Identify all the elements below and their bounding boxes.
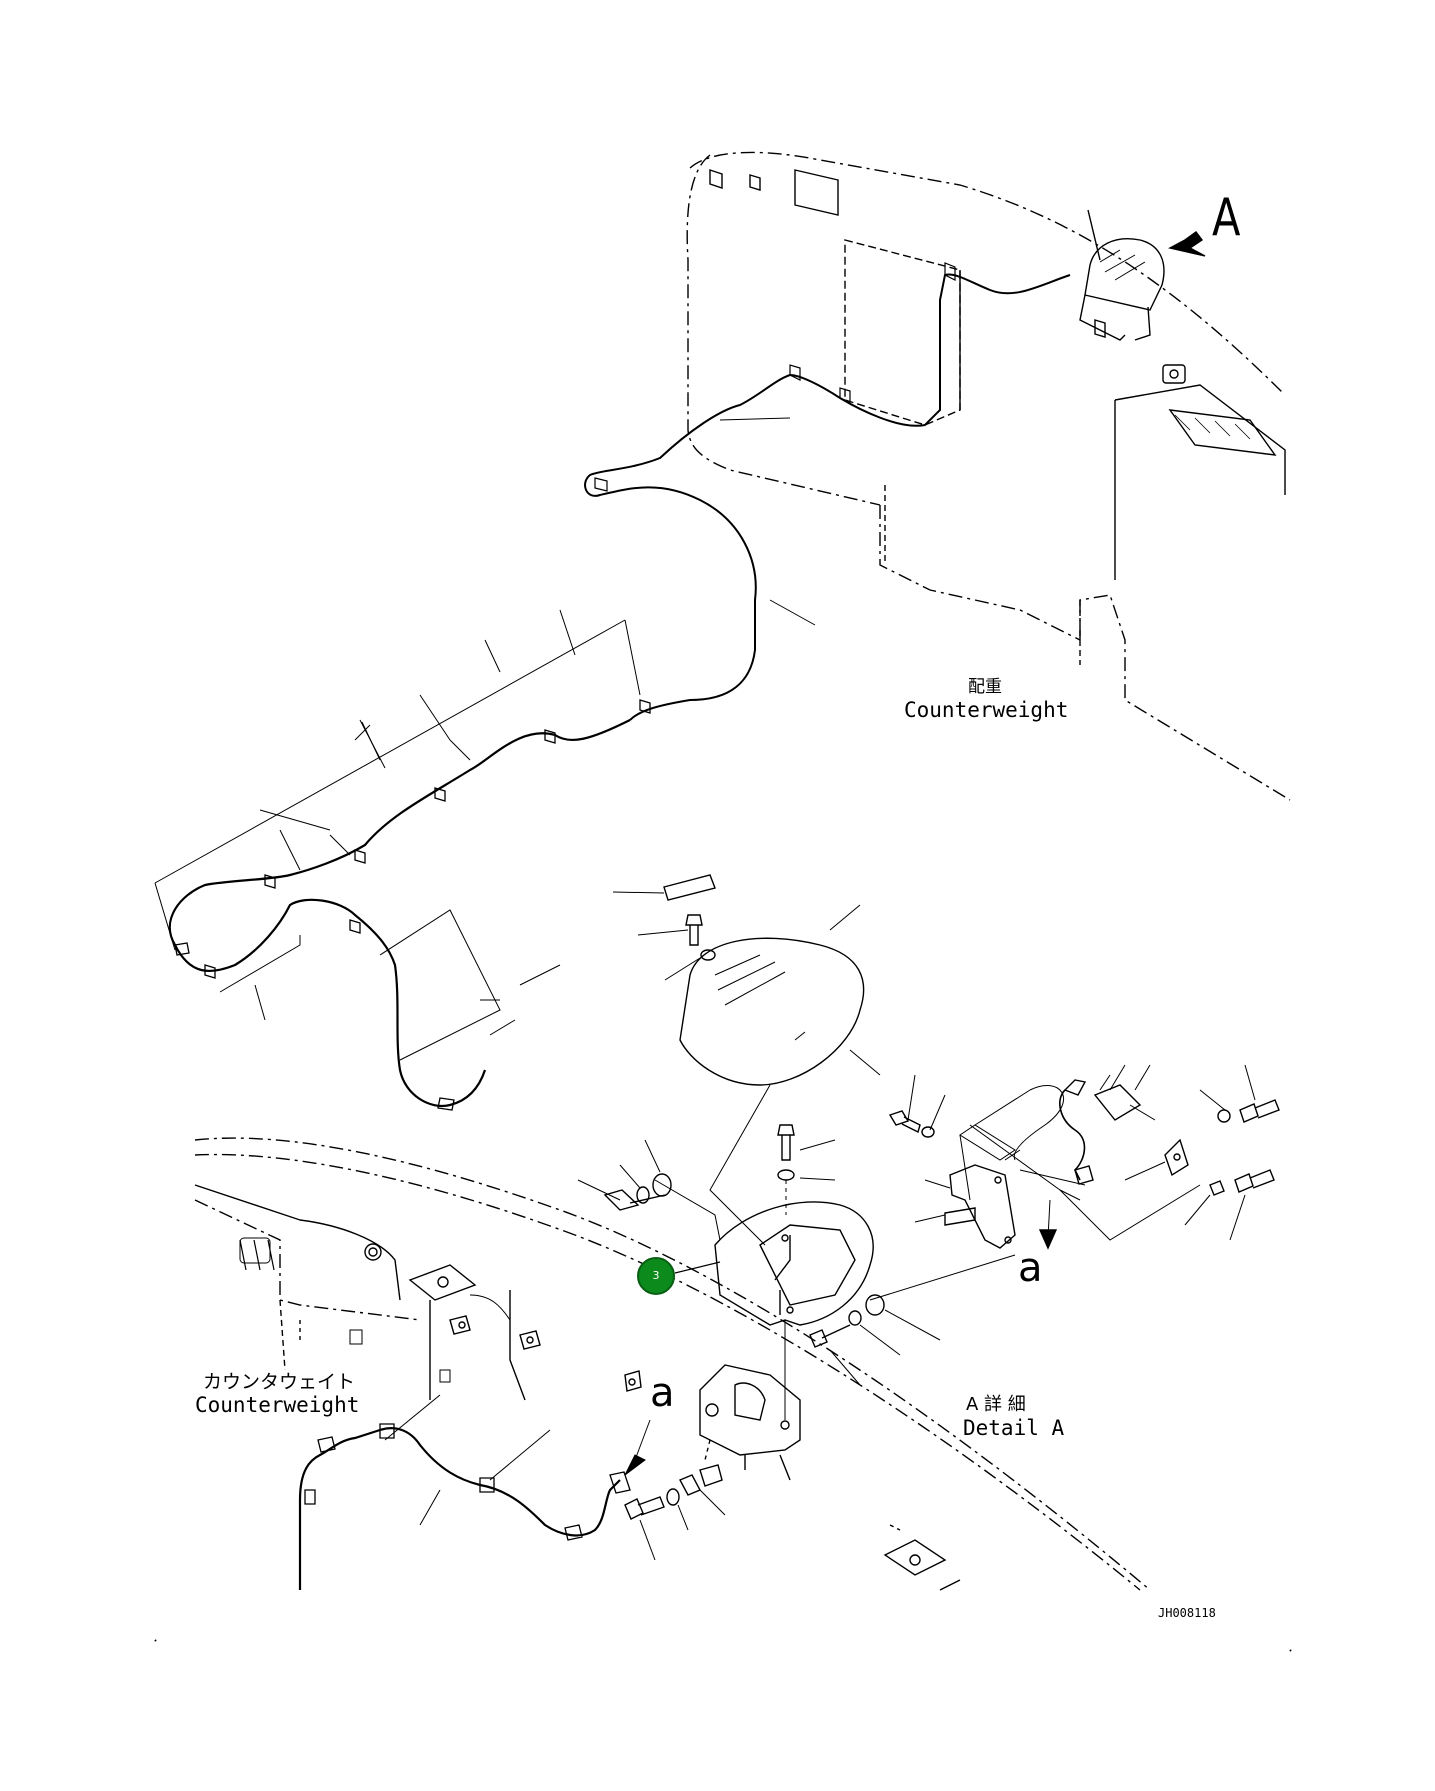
counterweight-upper-jp: 配重 <box>968 677 1002 697</box>
detail-a-en: Detail A <box>963 1416 1065 1440</box>
ref-a-lower-label: a <box>650 1370 675 1416</box>
wire-harness-upper <box>584 262 1071 721</box>
view-a-label: A <box>1212 188 1241 248</box>
detail-a-jp: A 詳 細 <box>966 1394 1026 1415</box>
callout-3-badge[interactable]: 3 <box>637 1257 675 1295</box>
drawing-number: JH008118 <box>1158 1606 1216 1620</box>
lower-hardware <box>624 1464 726 1561</box>
counterweight-upper-en: Counterweight <box>904 698 1069 722</box>
wire-harness-fanout <box>168 699 651 1111</box>
counterweight-upper <box>686 151 1291 801</box>
detail-a-exploded <box>577 874 1280 1420</box>
view-a-arrow <box>1087 209 1206 261</box>
view-a-component <box>1079 238 1165 341</box>
lower-harness-leaders <box>384 1394 651 1526</box>
ref-a-upper-label: a <box>1018 1245 1043 1291</box>
harness-leader-lines <box>254 719 500 1021</box>
lower-frame <box>194 1137 1151 1591</box>
counterweight-lower-jp: カウンタウェイト <box>203 1371 356 1393</box>
counterweight-lower-en: Counterweight <box>195 1393 360 1417</box>
wire-harness-lower <box>298 1423 631 1590</box>
leader-lines-upper <box>154 417 816 1061</box>
